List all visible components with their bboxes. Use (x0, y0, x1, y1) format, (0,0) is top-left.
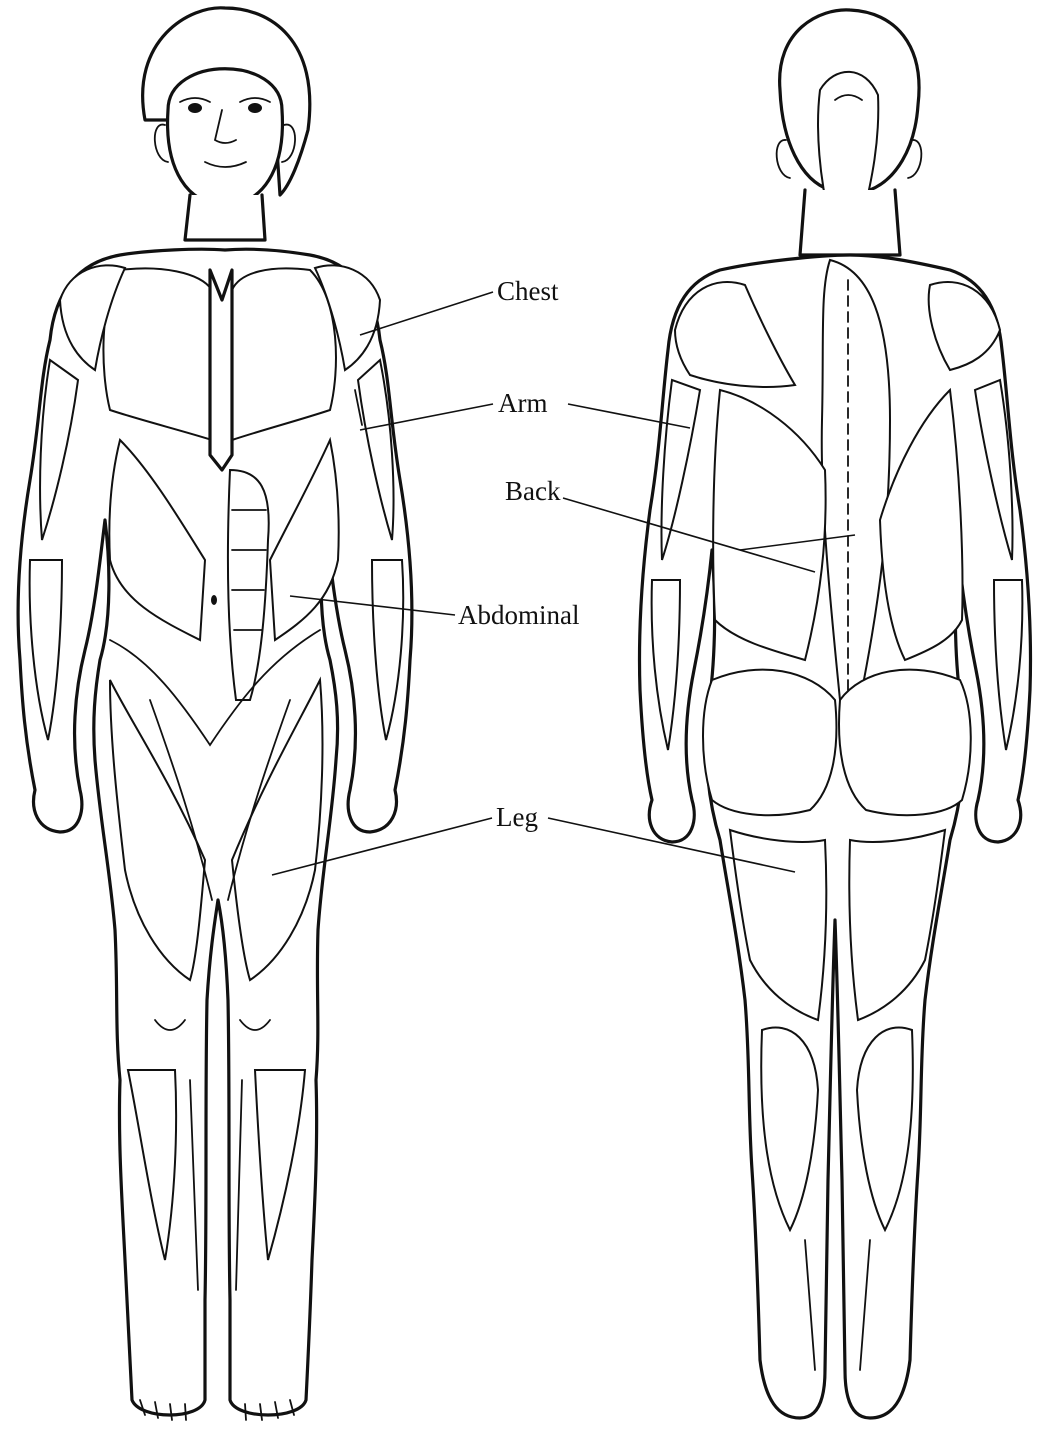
back-glute-left (703, 670, 836, 816)
back-view-figure (639, 10, 1030, 1418)
back-leg-right (849, 830, 945, 1020)
front-view-figure (18, 8, 412, 1420)
label-arm: Arm (498, 388, 548, 418)
back-glute-right (839, 670, 971, 816)
front-neck (185, 195, 265, 240)
labels: Chest Arm Back Abdominal Leg (458, 276, 580, 832)
label-chest: Chest (497, 276, 559, 306)
label-leg: Leg (496, 802, 538, 832)
label-abdominal: Abdominal (458, 600, 580, 630)
front-head (168, 69, 283, 205)
label-back: Back (505, 476, 561, 506)
